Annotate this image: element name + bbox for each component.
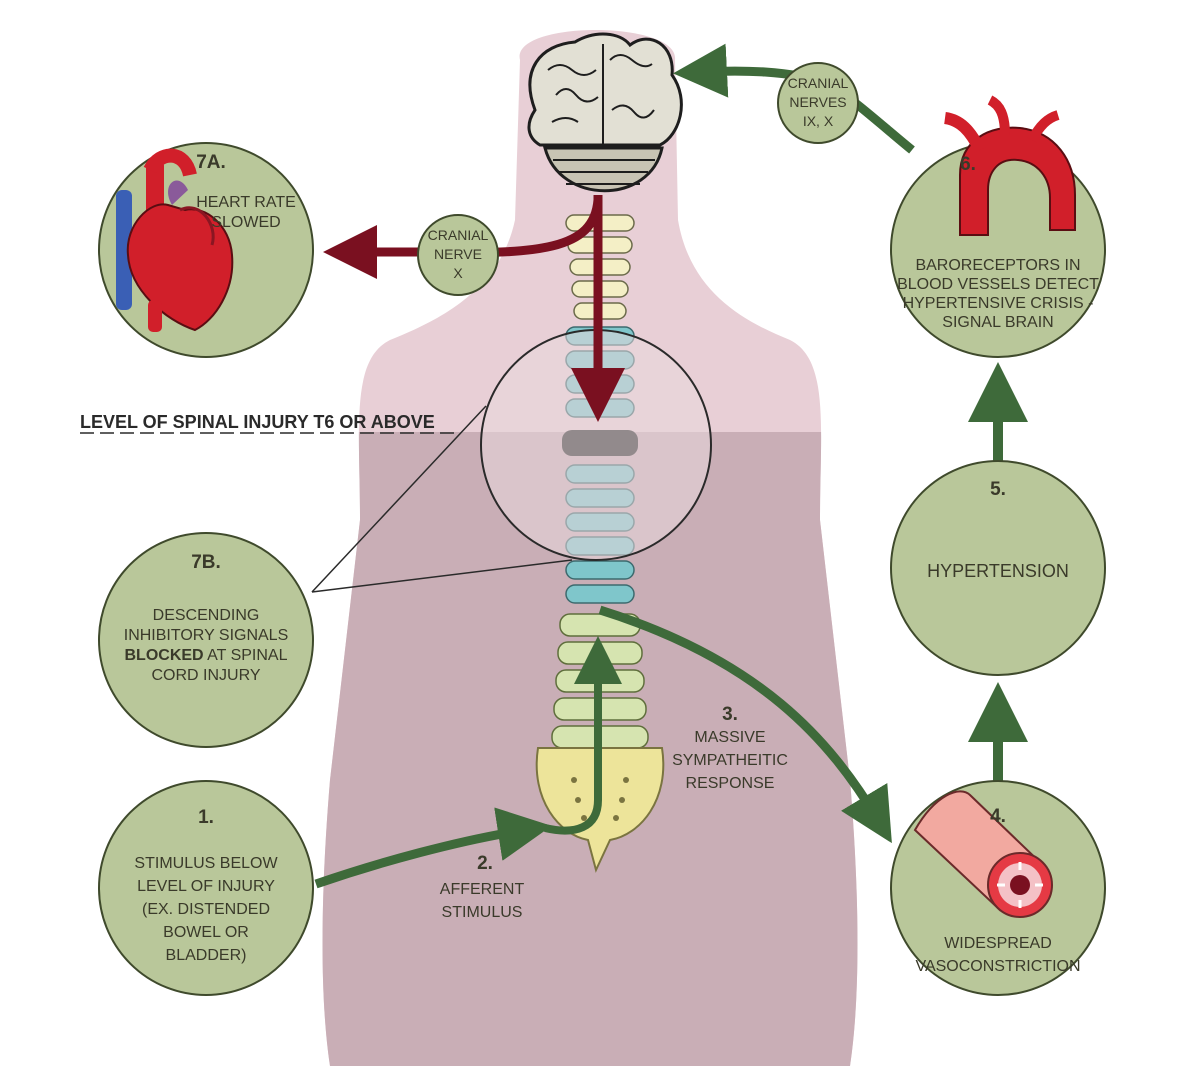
arrow-sympathetic-response — [598, 605, 892, 844]
node-1-circle — [98, 780, 314, 996]
node-2-line-1: AFFERENT — [440, 881, 525, 898]
node-2-line-2: STIMULUS — [442, 904, 523, 921]
node-3-line-1: MASSIVE — [694, 729, 765, 746]
node-5-number: 5. — [990, 479, 1006, 500]
node-1-line-4: BOWEL OR — [163, 924, 249, 941]
node-6-line-3: HYPERTENSIVE CRISIS - — [903, 295, 1094, 312]
cranial-nerve-x-line-2: NERVE — [434, 246, 482, 262]
node-7b-line-3: BLOCKED AT SPINAL — [125, 647, 288, 664]
node-6-line-2: BLOOD VESSELS DETECT — [897, 276, 1099, 293]
cranial-nerves-ix-x-line-2: NERVES — [789, 94, 846, 110]
node-1-line-2: LEVEL OF INJURY — [137, 878, 275, 895]
node-7b-line-4: CORD INJURY — [151, 667, 260, 684]
node-7b-line-2: INHIBITORY SIGNALS — [124, 627, 289, 644]
aorta-illustration — [943, 95, 1076, 236]
node-1-number: 1. — [198, 807, 214, 828]
cranial-nerves-ix-x-line-1: CRANIAL — [788, 75, 849, 91]
node-4-line-2: VASOCONSTRICTION — [915, 958, 1080, 975]
cranial-nerves-ix-x-circle — [777, 62, 859, 144]
node-4-line-1: WIDESPREAD — [944, 935, 1052, 952]
node-7b-number: 7B. — [191, 552, 221, 573]
node-7a-line-1: HEART RATE — [196, 194, 296, 211]
vessel-illustration — [913, 790, 1053, 918]
node-3-number: 3. — [722, 704, 738, 725]
node-7b-line-1: DESCENDING — [153, 607, 260, 624]
blocked-word: BLOCKED — [125, 647, 204, 664]
node-1-line-5: BLADDER) — [166, 947, 247, 964]
brain-illustration — [527, 32, 683, 193]
node-7a-line-2: SLOWED — [211, 214, 280, 231]
arrow-stimulus-to-sacrum — [314, 807, 552, 889]
path-ascending-afferent — [544, 636, 622, 835]
injury-level-label: LEVEL OF SPINAL INJURY T6 OR ABOVE — [80, 412, 435, 432]
cranial-nerve-x-circle — [417, 214, 499, 296]
node-5-line-1: HYPERTENSION — [927, 561, 1069, 581]
node-7b-circle — [98, 532, 314, 748]
node-6-line-1: BARORECEPTORS IN — [915, 257, 1080, 274]
node-3-line-2: SYMPATHEITIC — [672, 752, 788, 769]
node-7a-number: 7A. — [196, 152, 226, 173]
node-4-number: 4. — [990, 806, 1006, 827]
node-1-line-3: (EX. DISTENDED — [142, 901, 270, 918]
cranial-nerves-ix-x-line-3: IX, X — [803, 113, 834, 129]
pointer-line-lower — [311, 559, 573, 593]
node-2-number: 2. — [477, 853, 493, 874]
node-5-circle — [890, 460, 1106, 676]
node-3-line-3: RESPONSE — [686, 775, 775, 792]
cranial-nerve-x-line-1: CRANIAL — [428, 227, 489, 243]
node-6-number: 6. — [960, 154, 976, 175]
blocked-rest: AT SPINAL — [204, 647, 288, 664]
node-6-line-4: SIGNAL BRAIN — [942, 314, 1053, 331]
cranial-nerve-x-line-3: X — [453, 265, 463, 281]
node-1-line-1: STIMULUS BELOW — [134, 855, 278, 872]
pointer-line-upper — [311, 405, 487, 593]
heart-illustration — [116, 148, 234, 332]
